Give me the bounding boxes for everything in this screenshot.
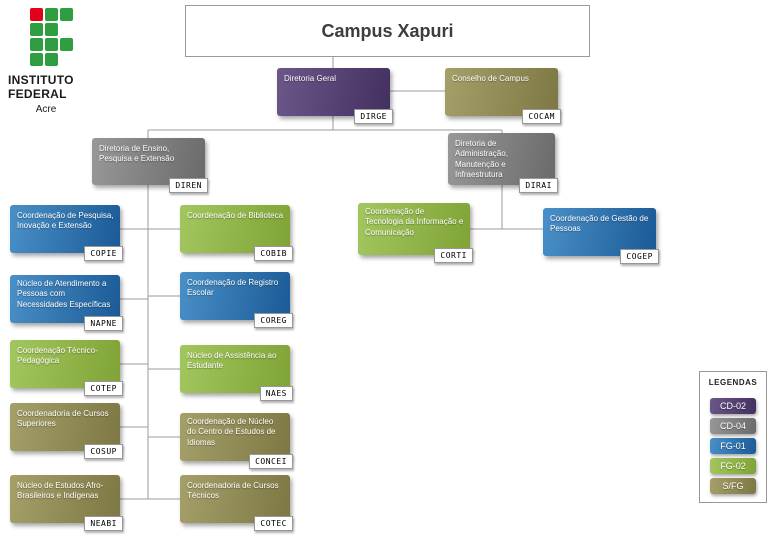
org-node-dirai-tag: DIRAI [519, 178, 558, 193]
logo-square [45, 23, 58, 36]
org-node-cotec-label: Coordenadoria de Cursos Técnicos [187, 481, 279, 501]
logo-gap [60, 23, 73, 36]
institution-brand: INSTITUTO FEDERAL Acre [8, 8, 96, 115]
org-node-concei-tag: CONCEI [249, 454, 293, 469]
logo-square [45, 38, 58, 51]
org-node-concei: Coordenação de Núcleo do Centro de Estud… [180, 413, 293, 469]
org-node-cosup-tag: COSUP [84, 444, 123, 459]
org-node-diren: Diretoria de Ensino, Pesquisa e Extensão… [92, 138, 208, 193]
org-node-corti-tag: CORTI [434, 248, 473, 263]
org-node-cosup: Coordenadoria de Cursos Superiores COSUP [10, 403, 123, 459]
org-node-concei-label: Coordenação de Núcleo do Centro de Estud… [187, 417, 276, 447]
org-node-naes: Núcleo de Assistência ao Estudante NAES [180, 345, 293, 401]
org-node-neabi-label: Núcleo de Estudos Afro-Brasileiros e Ind… [17, 481, 104, 501]
org-node-cobib: Coordenação de Biblioteca COBIB [180, 205, 293, 261]
org-node-naes-tag: NAES [259, 386, 293, 401]
legend: LEGENDAS CD-02 CD-04 FG-01 FG-02 S/FG [699, 371, 767, 503]
logo-square [45, 8, 58, 21]
org-node-cotec: Coordenadoria de Cursos Técnicos COTEC [180, 475, 293, 531]
org-node-corti: Coordenação de Tecnologia da Informação … [358, 203, 473, 263]
brand-line1: INSTITUTO [8, 73, 74, 87]
org-node-dirai: Diretoria de Administração, Manutenção e… [448, 133, 558, 193]
brand-region: Acre [35, 103, 57, 115]
logo-square [60, 8, 73, 21]
org-node-dirge: Diretoria Geral DIRGE [277, 68, 393, 124]
brand-line2: FEDERAL [8, 86, 67, 101]
org-node-naes-label: Núcleo de Assistência ao Estudante [187, 351, 277, 371]
if-logo [30, 8, 73, 66]
org-node-copie-tag: COPIE [84, 246, 123, 261]
org-node-cotec-tag: COTEC [254, 516, 293, 531]
logo-square [30, 23, 43, 36]
org-node-dirge-label: Diretoria Geral [284, 74, 337, 83]
org-node-dirai-label: Diretoria de Administração, Manutenção e… [455, 139, 508, 180]
org-node-neabi: Núcleo de Estudos Afro-Brasileiros e Ind… [10, 475, 123, 531]
logo-square [30, 38, 43, 51]
legend-item-sfg: S/FG [710, 478, 756, 494]
org-node-coreg: Coordenação de Registro Escolar COREG [180, 272, 293, 328]
org-node-cobib-label: Coordenação de Biblioteca [187, 211, 284, 220]
legend-item-fg01: FG-01 [710, 438, 756, 454]
org-node-cotep-label: Coordenação Técnico-Pedagógica [17, 346, 98, 366]
logo-square [45, 53, 58, 66]
org-node-copie: Coordenação de Pesquisa, Inovação e Exte… [10, 205, 123, 261]
chart-title-box: Campus Xapuri [185, 5, 590, 57]
org-node-corti-label: Coordenação de Tecnologia da Informação … [365, 207, 464, 237]
org-node-neabi-tag: NEABI [84, 516, 123, 531]
org-node-diren-tag: DIREN [169, 178, 208, 193]
org-node-cogep-label: Coordenação de Gestão de Pessoas [550, 214, 649, 234]
org-node-dirge-tag: DIRGE [354, 109, 393, 124]
legend-item-cd02: CD-02 [710, 398, 756, 414]
org-node-cocam: Conselho de Campus COCAM [445, 68, 561, 124]
org-node-cotep: Coordenação Técnico-Pedagógica COTEP [10, 340, 123, 396]
logo-square [30, 53, 43, 66]
org-node-cosup-label: Coordenadoria de Cursos Superiores [17, 409, 109, 429]
chart-title: Campus Xapuri [321, 20, 454, 41]
org-node-napne: Núcleo de Atendimento a Pessoas com Nece… [10, 275, 123, 331]
org-node-cogep: Coordenação de Gestão de Pessoas COGEP [543, 208, 659, 264]
org-node-coreg-tag: COREG [254, 313, 293, 328]
legend-item-fg02: FG-02 [710, 458, 756, 474]
org-node-cogep-tag: COGEP [620, 249, 659, 264]
org-node-cocam-label: Conselho de Campus [452, 74, 529, 83]
logo-square-red [30, 8, 43, 21]
logo-square [60, 38, 73, 51]
org-node-cocam-tag: COCAM [522, 109, 561, 124]
legend-item-cd04: CD-04 [710, 418, 756, 434]
org-node-napne-label: Núcleo de Atendimento a Pessoas com Nece… [17, 279, 111, 309]
org-node-napne-tag: NAPNE [84, 316, 123, 331]
org-node-cotep-tag: COTEP [84, 381, 123, 396]
legend-title: LEGENDAS [708, 378, 758, 387]
org-node-coreg-label: Coordenação de Registro Escolar [187, 278, 279, 298]
org-node-diren-label: Diretoria de Ensino, Pesquisa e Extensão [99, 144, 175, 164]
org-node-cobib-tag: COBIB [254, 246, 293, 261]
org-node-copie-label: Coordenação de Pesquisa, Inovação e Exte… [17, 211, 114, 231]
